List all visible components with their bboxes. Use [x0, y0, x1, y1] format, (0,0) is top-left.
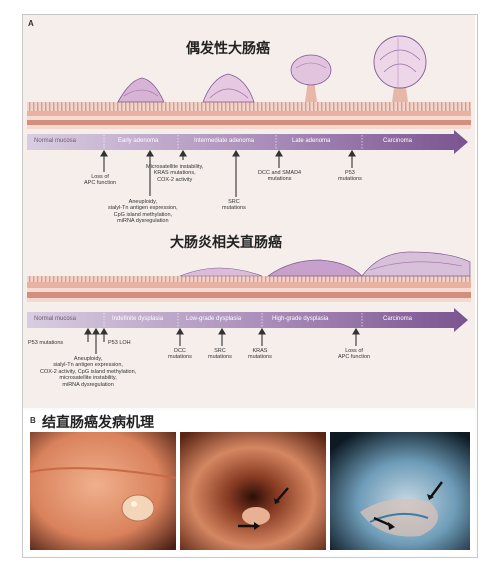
- sporadic-stage-early: Early adenoma: [118, 138, 159, 144]
- sporadic-tissue: [27, 102, 471, 129]
- colitis-dysplasia-mucosa: [179, 251, 471, 277]
- sporadic-event-dcc: DCC and SMAD4 mutations: [258, 170, 302, 183]
- sporadic-event-arrows: [100, 149, 356, 197]
- sporadic-stage-normal: Normal mucosa: [34, 138, 77, 144]
- colitis-event-dcc: DCC mutations: [168, 348, 192, 361]
- colitis-stage-indefinite: Indefinite dysplasia: [112, 316, 164, 322]
- colitis-event-apc: Loss of APC function: [338, 348, 371, 361]
- endoscopy-photo-chromoendoscopy: [330, 432, 470, 550]
- panel-b-title: 结直肠癌发病机理: [42, 414, 154, 430]
- early-adenoma-polyp: [117, 77, 165, 103]
- colitis-event-arrows: [84, 327, 360, 354]
- sporadic-stage-intermediate: Intermediate adenoma: [194, 138, 255, 144]
- colitis-stage-low-grade: Low-grade dysplasia: [186, 316, 242, 322]
- sporadic-stage-carcinoma: Carcinoma: [383, 138, 413, 144]
- colitis-event-p53-loh: P53 LOH: [108, 340, 131, 346]
- panel-a-tag: A: [28, 19, 34, 28]
- late-adenoma-polyp: [290, 54, 332, 102]
- sporadic-event-p53: P53 mutations: [338, 170, 362, 183]
- sporadic-title: 偶发性大肠癌: [186, 40, 270, 56]
- panel-b-tag: B: [30, 416, 36, 425]
- sporadic-event-msi: Microsatellite instability, KRAS mutatio…: [146, 164, 204, 183]
- sporadic-event-src: SRC mutations: [222, 199, 246, 212]
- colitis-event-kras: KRAS mutations: [248, 348, 272, 361]
- colitis-stage-high-grade: High-grade dysplasia: [272, 316, 329, 322]
- carcinoma-polyp: [373, 35, 427, 102]
- sporadic-event-apc: Loss of APC function: [84, 174, 117, 187]
- sporadic-stage-late: Late adenoma: [292, 138, 331, 144]
- colitis-tissue: [27, 276, 471, 302]
- endoscopy-photo-polyp: [30, 432, 176, 550]
- colitis-stage-normal: Normal mucosa: [34, 316, 77, 322]
- endoscopy-photo-ulcerative: [180, 432, 326, 550]
- colitis-title: 大肠炎相关直肠癌: [170, 234, 282, 250]
- colitis-progression-arrow: [27, 308, 468, 332]
- sporadic-progression-arrow: [27, 130, 468, 154]
- sporadic-event-aneuploidy: Aneuploidy, sialyl-Tn antigen expression…: [108, 199, 178, 225]
- colitis-event-aneuploidy: Aneuploidy, sialyl-Tn antigen expression…: [40, 356, 137, 388]
- colitis-stage-carcinoma: Carcinoma: [383, 316, 413, 322]
- colitis-event-p53-mutations: P53 mutations: [28, 340, 64, 346]
- colitis-event-src: SRC mutations: [208, 348, 232, 361]
- intermediate-adenoma-polyp: [202, 73, 255, 103]
